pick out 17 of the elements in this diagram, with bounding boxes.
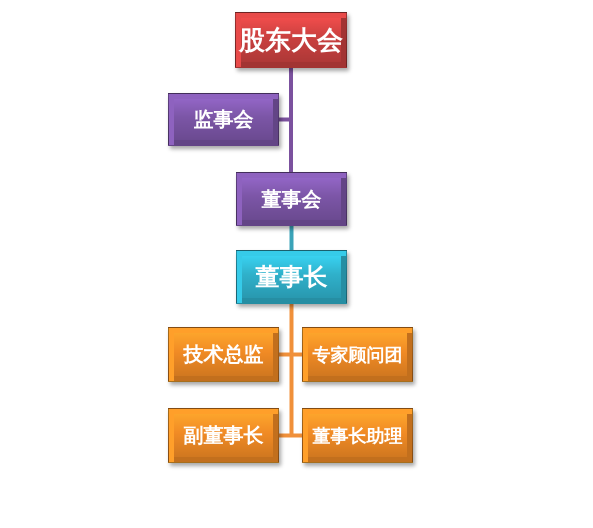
- org-box: [168, 93, 279, 146]
- node-label: 董事会: [262, 186, 322, 212]
- node-label: 技术总监: [184, 341, 264, 368]
- org-box: [168, 408, 279, 463]
- node-label: 副董事长: [184, 422, 264, 449]
- org-box: [302, 327, 413, 382]
- org-box: [235, 12, 347, 68]
- node-label: 股东大会: [239, 24, 343, 58]
- node-label: 董事长助理: [312, 424, 402, 448]
- node-label: 监事会: [194, 106, 254, 133]
- connector-line: [290, 226, 294, 250]
- node-label: 专家顾问团: [312, 344, 402, 366]
- org-box: [236, 172, 347, 226]
- org-box: [168, 327, 279, 382]
- org-box: [302, 408, 413, 463]
- org-box: [236, 250, 347, 304]
- node-label: 董事长: [256, 261, 328, 293]
